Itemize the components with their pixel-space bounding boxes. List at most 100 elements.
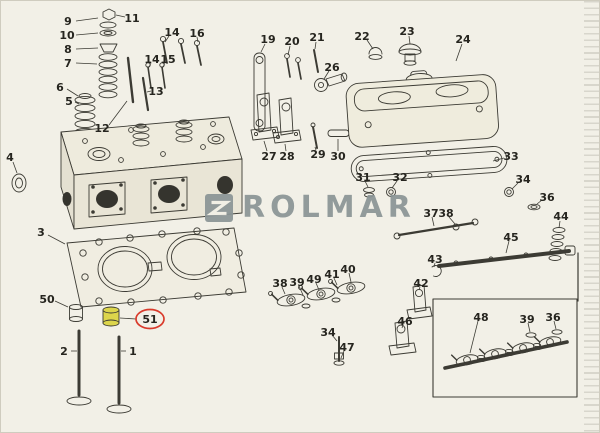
leader-line <box>287 45 291 56</box>
leader-line <box>418 286 421 291</box>
leader-line <box>74 101 80 105</box>
part-callout-30: 30 <box>330 150 346 163</box>
leader-line <box>492 157 505 162</box>
leader-line <box>511 182 519 190</box>
part-callout-31: 31 <box>355 171 370 184</box>
leader-line <box>323 70 330 80</box>
leader-line <box>298 285 304 296</box>
leader-line <box>162 62 166 68</box>
tappet-highlighted-part-51 <box>102 306 120 327</box>
part-callout-12: 12 <box>94 122 109 135</box>
leader-line <box>75 32 99 36</box>
leader-line <box>281 286 286 295</box>
part-callout-3: 3 <box>37 226 45 239</box>
leader-line <box>455 43 463 62</box>
part-callout-15: 15 <box>160 53 175 66</box>
part-callout-10: 10 <box>59 29 75 42</box>
valve-cover <box>345 70 499 148</box>
leader-line <box>364 180 369 188</box>
part-callout-40: 40 <box>340 263 356 276</box>
leader-line <box>558 220 561 229</box>
leader-line <box>75 62 98 65</box>
leader-line <box>47 234 66 245</box>
leader-line <box>108 100 128 126</box>
part-callout-41: 41 <box>324 268 339 281</box>
part-callout-23: 23 <box>399 25 414 38</box>
leader-line <box>333 277 338 286</box>
part-callout-49: 49 <box>306 273 321 286</box>
leader-line <box>469 320 479 354</box>
leader-line <box>553 320 557 330</box>
part-callout-7: 7 <box>64 57 72 70</box>
leader-line <box>448 216 456 225</box>
leader-line <box>331 334 338 342</box>
leader-line <box>348 272 352 283</box>
highlight-circle <box>135 308 165 330</box>
part-callout-50: 50 <box>39 293 55 306</box>
part-callout-43: 43 <box>427 253 442 266</box>
valve-spring-parts <box>74 8 202 137</box>
part-callout-19: 19 <box>260 33 275 46</box>
leader-line <box>196 36 199 43</box>
leader-line <box>260 43 266 53</box>
part-callout-28: 28 <box>279 150 294 163</box>
leader-line <box>340 350 345 359</box>
part-callout-26: 26 <box>324 61 340 74</box>
part-callout-39: 39 <box>289 276 304 289</box>
leader-line <box>527 322 531 333</box>
part-callout-29: 29 <box>310 148 325 161</box>
part-callout-38: 38 <box>438 207 453 220</box>
part-callout-34: 34 <box>515 173 531 186</box>
part-callout-47: 47 <box>339 341 354 354</box>
cylinder-head <box>11 116 243 230</box>
part-callout-20: 20 <box>284 35 300 48</box>
part-callout-44: 44 <box>553 210 569 223</box>
part-callout-22: 22 <box>354 30 369 43</box>
leader-line <box>431 216 435 227</box>
part-callout-16: 16 <box>189 27 205 40</box>
valves <box>66 329 132 414</box>
part-callout-51: 51 <box>142 313 157 326</box>
part-callout-21: 21 <box>309 31 324 44</box>
rocker-assembly-inset <box>432 298 578 398</box>
leader-line <box>54 300 69 308</box>
part-callout-6: 6 <box>56 81 64 94</box>
leader-line <box>115 14 126 18</box>
leader-line <box>314 146 317 151</box>
leader-line <box>314 41 317 50</box>
part-callout-4: 4 <box>6 151 14 164</box>
leader-line <box>119 317 137 320</box>
part-callout-32: 32 <box>392 171 407 184</box>
leader-line <box>315 282 320 291</box>
leader-line <box>12 161 18 174</box>
part-callout-9: 9 <box>64 15 72 28</box>
small-fasteners-top-middle <box>253 43 422 132</box>
part-callout-38: 38 <box>272 277 287 290</box>
part-callout-2: 2 <box>60 345 68 358</box>
leader-line <box>391 180 398 189</box>
right-small-parts <box>363 187 579 302</box>
part-callout-27: 27 <box>261 150 276 163</box>
part-callout-39: 39 <box>519 313 534 326</box>
head-gasket <box>66 227 247 308</box>
part-callout-11: 11 <box>124 12 139 25</box>
part-callout-14: 14 <box>164 26 180 39</box>
part-callout-46: 46 <box>397 315 413 328</box>
leader-line <box>505 240 510 254</box>
part-callout-48: 48 <box>473 311 488 324</box>
leader-line <box>284 143 287 152</box>
page-edge-print-remnant <box>584 1 599 432</box>
part-callout-34: 34 <box>320 326 336 339</box>
part-callout-13: 13 <box>148 85 163 98</box>
part-callout-5: 5 <box>65 95 73 108</box>
leader-line <box>75 47 99 50</box>
leader-line <box>148 62 152 68</box>
leader-line <box>75 17 99 22</box>
part-callout-24: 24 <box>455 33 471 46</box>
leader-line <box>164 35 170 43</box>
part-callout-8: 8 <box>64 43 72 56</box>
part-callout-36: 36 <box>545 311 561 324</box>
rolmar-logo-icon <box>205 194 233 222</box>
